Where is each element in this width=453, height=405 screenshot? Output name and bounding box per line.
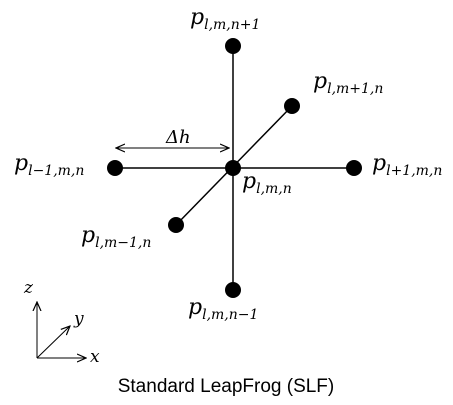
node-center (225, 160, 241, 176)
label-right: pl+1,m,n (372, 151, 442, 179)
label-center: pl,m,n (242, 169, 292, 197)
y-axis-arrow (36, 326, 70, 359)
node-front (168, 217, 184, 233)
z-axis-label: z (23, 278, 34, 298)
y-axis-label: y (73, 309, 84, 329)
node-left (107, 160, 123, 176)
label-left: pl−1,m,n (14, 151, 84, 179)
node-bottom (225, 282, 241, 298)
x-axis-label: x (90, 347, 100, 367)
diagram-caption: Standard LeapFrog (SLF) (118, 376, 335, 397)
label-top: pl,m,n+1 (190, 5, 260, 33)
label-bottom: pl,m,n−1 (188, 295, 258, 323)
label-back: pl,m+1,n (313, 69, 383, 97)
label-front: pl,m−1,n (81, 223, 151, 251)
node-back (284, 98, 300, 114)
node-right (346, 160, 362, 176)
spacing-label: Δh (165, 127, 191, 148)
node-top (225, 38, 241, 54)
